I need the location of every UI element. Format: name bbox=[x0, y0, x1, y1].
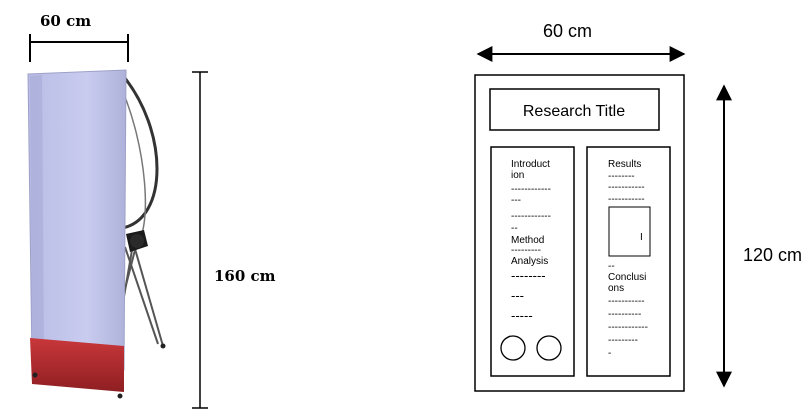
left-line: -- bbox=[511, 223, 518, 234]
left-line: --- bbox=[511, 195, 521, 206]
banner-photo: 60 cm 160 cm bbox=[27, 12, 276, 409]
figure-placeholder-box bbox=[608, 206, 651, 257]
right-line: - bbox=[608, 348, 611, 359]
left-line: -------- bbox=[511, 268, 546, 283]
left-line: Analysis bbox=[511, 256, 548, 267]
banner-red-base bbox=[30, 338, 124, 392]
left-line: Method bbox=[511, 235, 544, 246]
right-line: ----------- bbox=[608, 194, 645, 205]
right-line: ----------- bbox=[608, 182, 645, 193]
banner-hub bbox=[126, 230, 148, 252]
photo-height-dimension: 160 cm bbox=[192, 71, 276, 409]
title-box-text: Research Title bbox=[523, 103, 625, 120]
photo-width-label: 60 cm bbox=[40, 12, 91, 30]
poster-width-label: 60 cm bbox=[543, 21, 592, 41]
circle-figure-1 bbox=[500, 335, 526, 361]
right-line: ---------- bbox=[608, 309, 641, 320]
right-line: Results bbox=[608, 159, 641, 170]
circle-figure-2 bbox=[536, 335, 562, 361]
right-line: -------- bbox=[608, 171, 635, 182]
left-column-box bbox=[490, 146, 575, 377]
left-column-text: Introduct ion ------------ --- ---------… bbox=[511, 159, 551, 323]
left-line: --- bbox=[511, 288, 524, 303]
banner-arch-pole bbox=[118, 71, 159, 230]
right-line: ----------- bbox=[608, 296, 645, 307]
right-line: Conclusi bbox=[608, 272, 646, 283]
left-line: --------- bbox=[511, 245, 541, 256]
right-line: --------- bbox=[608, 335, 638, 346]
right-column-box bbox=[586, 146, 671, 377]
left-line: ------------ bbox=[511, 184, 551, 195]
poster-width-dimension: 60 cm bbox=[476, 21, 686, 62]
left-line: Introduct bbox=[511, 159, 550, 170]
right-line: ------------ bbox=[608, 322, 648, 333]
right-column-text: Results -------- ----------- ----------- bbox=[608, 159, 645, 205]
left-line: ion bbox=[511, 170, 524, 181]
photo-width-dimension: 60 cm bbox=[29, 12, 129, 62]
right-column-bottom-text: -- Conclusi ons ----------- ---------- -… bbox=[608, 261, 648, 359]
right-line: ons bbox=[608, 283, 624, 294]
poster-height-dimension: 120 cm bbox=[716, 84, 802, 388]
figure-placeholder-mark: I bbox=[640, 232, 643, 243]
poster-height-label: 120 cm bbox=[743, 245, 802, 265]
title-box bbox=[489, 88, 660, 131]
left-line: ----- bbox=[511, 308, 533, 323]
right-line: -- bbox=[608, 261, 615, 272]
left-line: ------------ bbox=[511, 211, 551, 222]
photo-height-label: 160 cm bbox=[214, 267, 276, 285]
poster-layout-diagram: 60 cm Research Title Introduct ion -----… bbox=[474, 21, 802, 392]
